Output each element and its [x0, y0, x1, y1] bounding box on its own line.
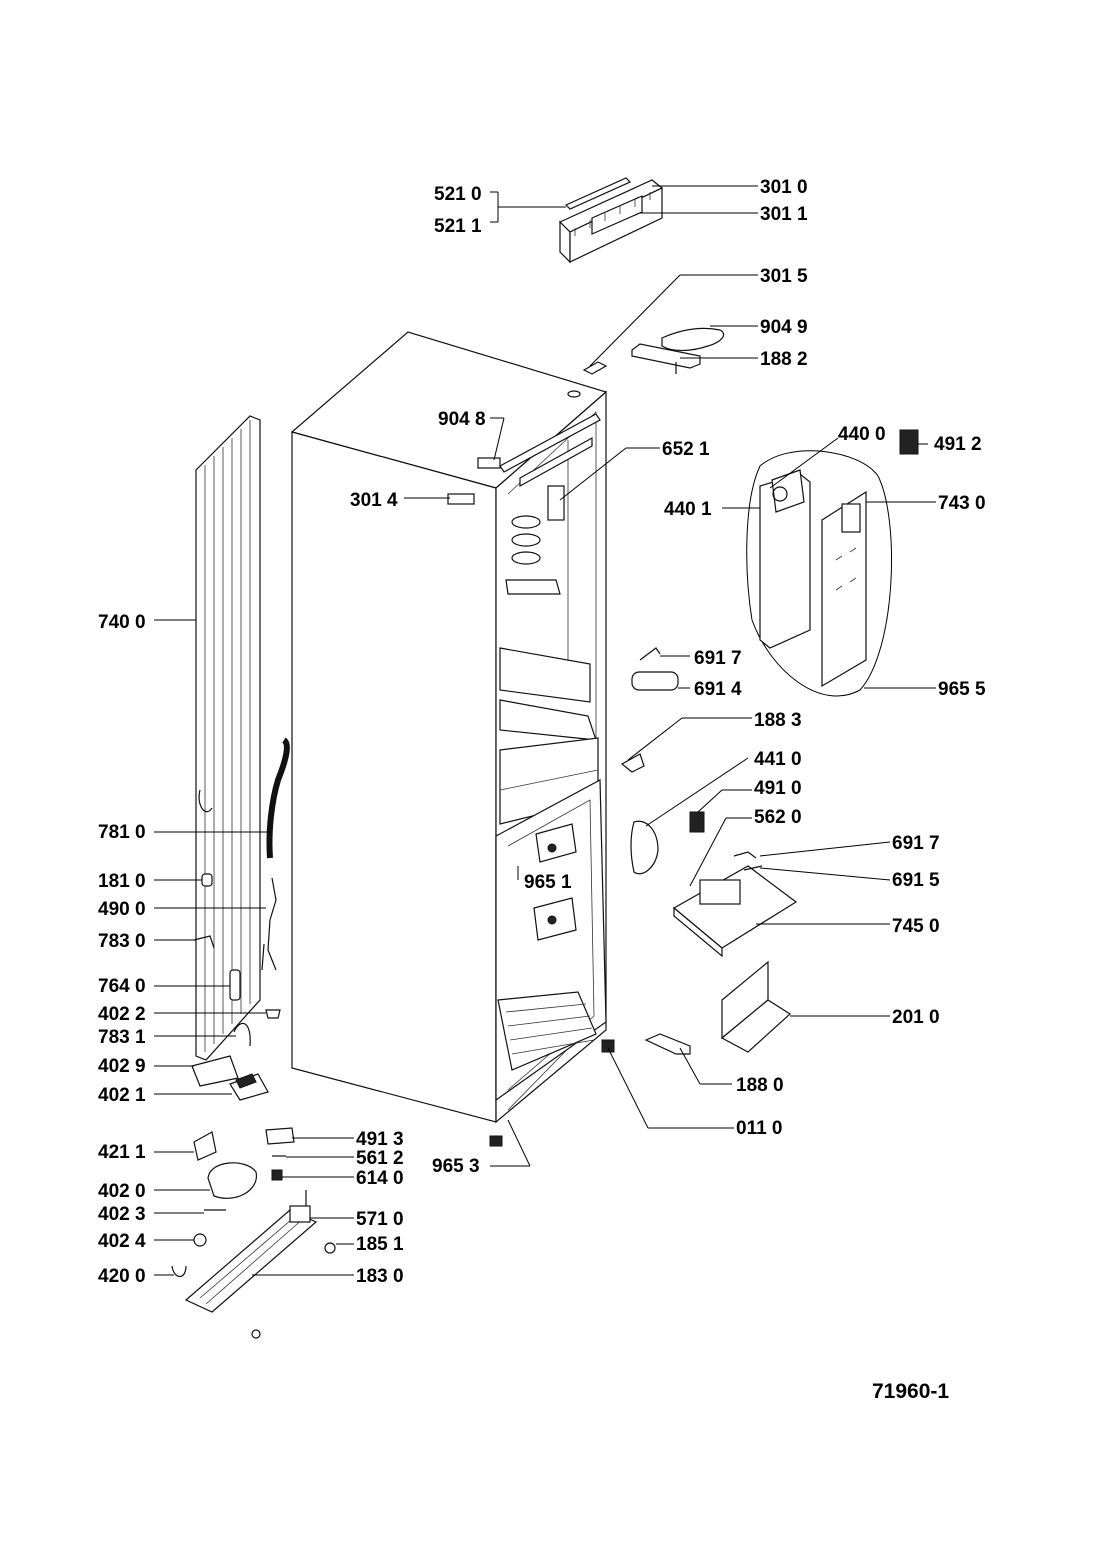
- label-740-0: 740 0: [98, 612, 146, 633]
- top-hinge-part: [631, 327, 725, 374]
- label-745-0: 745 0: [892, 916, 940, 937]
- label-420-0: 420 0: [98, 1266, 146, 1287]
- label-188-3: 188 3: [754, 710, 802, 731]
- label-188-2: 188 2: [760, 349, 808, 370]
- label-521-0: 521 0: [434, 184, 482, 205]
- leader-lines: [154, 185, 936, 1276]
- label-965-5: 965 5: [938, 679, 986, 700]
- label-965-3: 965 3: [432, 1156, 480, 1177]
- control-panel-part: [558, 177, 664, 264]
- label-181-0: 181 0: [98, 871, 146, 892]
- label-402-2: 402 2: [98, 1004, 146, 1025]
- drain-tube-part: [266, 737, 290, 859]
- label-691-4: 691 4: [694, 679, 742, 700]
- label-491-0: 491 0: [754, 778, 802, 799]
- label-691-7-b: 691 7: [892, 833, 940, 854]
- label-301-1: 301 1: [760, 204, 808, 225]
- label-440-1: 440 1: [664, 499, 712, 520]
- label-491-2: 491 2: [934, 434, 982, 455]
- label-201-0: 201 0: [892, 1007, 940, 1028]
- label-691-5: 691 5: [892, 870, 940, 891]
- clip-part: [582, 361, 608, 375]
- label-188-0: 188 0: [736, 1075, 784, 1096]
- evaporator-cover-part: [746, 429, 919, 697]
- compressor-area-parts: [171, 1127, 295, 1278]
- label-521-1: 521 1: [434, 216, 482, 237]
- label-904-8: 904 8: [438, 409, 486, 430]
- label-421-1: 421 1: [98, 1142, 146, 1163]
- condenser-part: [195, 415, 261, 1061]
- label-904-9: 904 9: [760, 317, 808, 338]
- label-183-0: 183 0: [356, 1266, 404, 1287]
- label-301-5: 301 5: [760, 266, 808, 287]
- label-185-1: 185 1: [356, 1234, 404, 1255]
- label-011-0: 011 0: [736, 1118, 783, 1139]
- label-402-9: 402 9: [98, 1056, 146, 1077]
- label-402-4: 402 4: [98, 1231, 146, 1252]
- label-301-0: 301 0: [760, 177, 808, 198]
- label-440-0: 440 0: [838, 424, 886, 445]
- label-562-0: 562 0: [754, 807, 802, 828]
- label-691-7-a: 691 7: [694, 648, 742, 669]
- label-402-3: 402 3: [98, 1204, 146, 1225]
- label-402-1: 402 1: [98, 1085, 146, 1106]
- right-side-parts: [620, 647, 798, 1055]
- drawing-reference-number: 71960-1: [872, 1380, 949, 1403]
- label-743-0: 743 0: [938, 493, 986, 514]
- label-571-0: 571 0: [356, 1209, 404, 1230]
- label-561-2: 561 2: [356, 1148, 404, 1169]
- label-614-0: 614 0: [356, 1168, 404, 1189]
- label-441-0: 441 0: [754, 749, 802, 770]
- label-652-1: 652 1: [662, 439, 710, 460]
- label-783-1: 783 1: [98, 1027, 146, 1048]
- label-402-0: 402 0: [98, 1181, 146, 1202]
- label-764-0: 764 0: [98, 976, 146, 997]
- label-491-3: 491 3: [356, 1129, 404, 1150]
- label-965-1: 965 1: [524, 872, 572, 893]
- label-783-0: 783 0: [98, 931, 146, 952]
- base-rail-part: [184, 1190, 336, 1339]
- label-301-4: 301 4: [350, 490, 398, 511]
- label-490-0: 490 0: [98, 899, 146, 920]
- refrigerator-cabinet: [290, 331, 615, 1147]
- left-small-parts: [191, 873, 281, 1101]
- label-781-0: 781 0: [98, 822, 146, 843]
